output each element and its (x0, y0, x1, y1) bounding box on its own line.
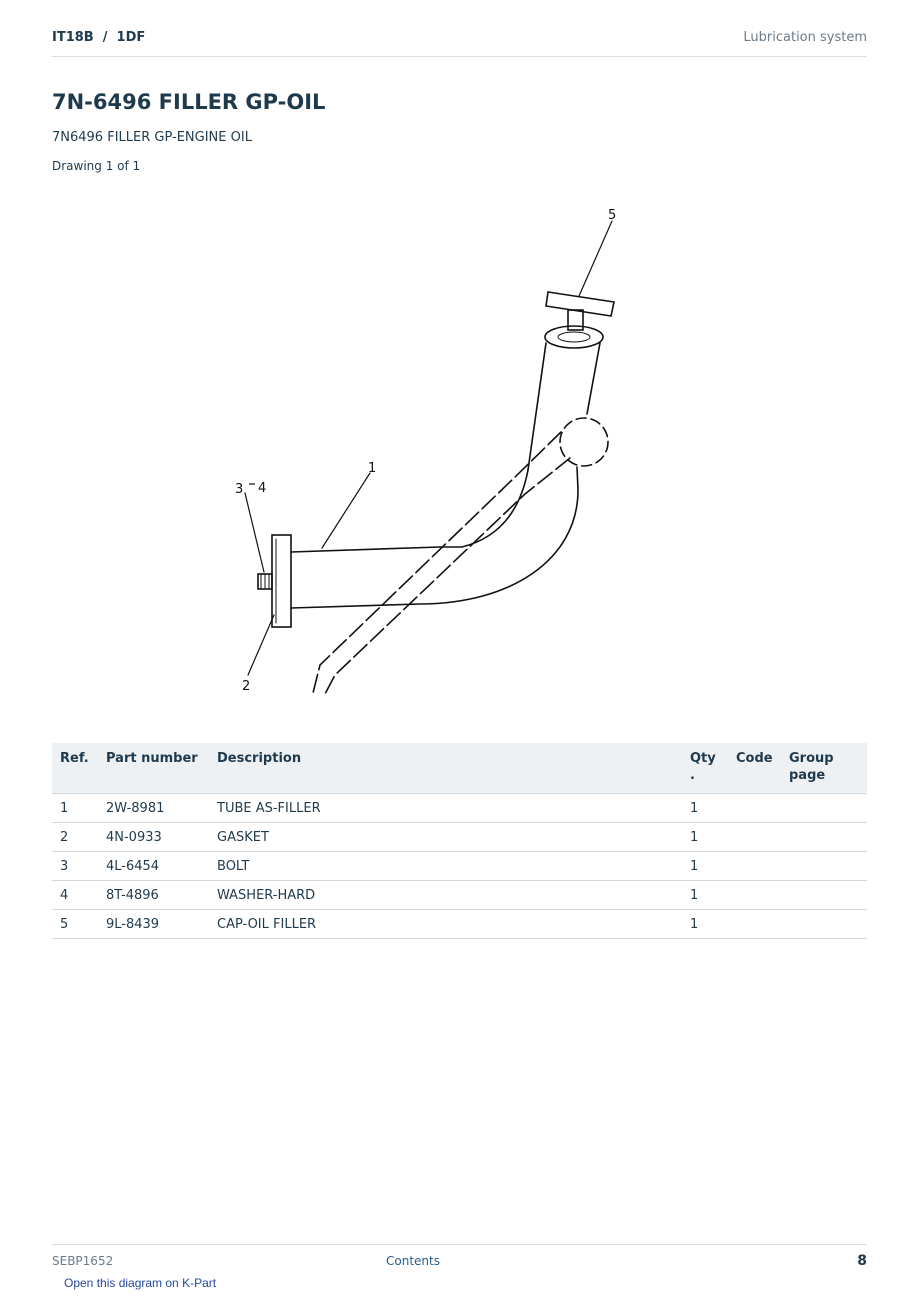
cell-group-page (781, 822, 867, 852)
bolt (257, 573, 273, 590)
column-header-part-number: Part number (98, 743, 209, 794)
cell-ref: 1 (52, 793, 98, 823)
cell-description: CAP-OIL FILLER (209, 909, 682, 939)
cell-description: GASKET (209, 822, 682, 852)
table-row: 1 2W-8981 TUBE AS-FILLER 1 (52, 793, 867, 823)
callout-3: 3 (235, 482, 243, 497)
parts-table: Ref. Part number Description Qty. Code G… (52, 743, 867, 939)
cell-ref: 4 (52, 880, 98, 910)
oil-filler-cap (545, 291, 615, 331)
leader-5 (578, 220, 613, 297)
column-header-description: Description (209, 743, 682, 794)
cell-description: BOLT (209, 851, 682, 881)
table-row: 2 4N-0933 GASKET 1 (52, 822, 867, 852)
cell-qty: 1 (682, 909, 728, 939)
leader-3-4 (244, 492, 265, 573)
cell-code (728, 822, 781, 852)
cap-ring (544, 325, 604, 349)
page-subtitle: 7N6496 FILLER GP-ENGINE OIL (52, 130, 252, 145)
table-row: 3 4L-6454 BOLT 1 (52, 851, 867, 881)
cell-ref: 3 (52, 851, 98, 881)
table-row: 5 9L-8439 CAP-OIL FILLER 1 (52, 909, 867, 939)
cell-description: TUBE AS-FILLER (209, 793, 682, 823)
cell-code (728, 793, 781, 823)
breadcrumb: IT18B / 1DF (52, 30, 146, 45)
cell-part-number: 8T-4896 (98, 880, 209, 910)
cell-part-number: 2W-8981 (98, 793, 209, 823)
table-header-row: Ref. Part number Description Qty. Code G… (52, 743, 867, 794)
column-header-ref: Ref. (52, 743, 98, 794)
cell-qty: 1 (682, 793, 728, 823)
cell-part-number: 9L-8439 (98, 909, 209, 939)
kpart-link[interactable]: Open this diagram on K-Part (64, 1276, 217, 1290)
parts-diagram: 1 2 3 4 5 (235, 208, 616, 695)
cell-part-number: 4L-6454 (98, 851, 209, 881)
cell-group-page (781, 793, 867, 823)
cell-qty: 1 (682, 880, 728, 910)
page-number: 8 (857, 1253, 867, 1269)
leader-2 (247, 614, 275, 676)
cell-qty: 1 (682, 851, 728, 881)
contents-link[interactable]: Contents (386, 1254, 440, 1268)
flange (271, 534, 292, 628)
page-title: 7N-6496 FILLER GP-OIL (52, 90, 326, 114)
dipstick-outline (312, 431, 562, 694)
table-row: 4 8T-4896 WASHER-HARD 1 (52, 880, 867, 910)
page-footer: SEBP1652 Contents 8 (52, 1244, 867, 1275)
callout-5: 5 (608, 208, 616, 223)
cell-code (728, 851, 781, 881)
cell-group-page (781, 880, 867, 910)
leader-1 (321, 472, 371, 549)
cell-ref: 2 (52, 822, 98, 852)
cell-code (728, 909, 781, 939)
cell-group-page (781, 851, 867, 881)
column-header-code: Code (728, 743, 781, 794)
document-code: SEBP1652 (52, 1254, 114, 1268)
callout-2: 2 (242, 679, 250, 694)
cell-group-page (781, 909, 867, 939)
filler-tube (290, 342, 601, 609)
section-name: Lubrication system (743, 30, 867, 45)
cell-qty: 1 (682, 822, 728, 852)
page-header: IT18B / 1DF Lubrication system (52, 28, 867, 57)
cell-ref: 5 (52, 909, 98, 939)
cell-part-number: 4N-0933 (98, 822, 209, 852)
cell-description: WASHER-HARD (209, 880, 682, 910)
dashed-ring (559, 417, 609, 467)
callout-4: 4 (258, 481, 266, 496)
column-header-qty: Qty. (682, 743, 728, 794)
drawing-count: Drawing 1 of 1 (52, 159, 141, 173)
callout-1: 1 (368, 461, 376, 476)
cell-code (728, 880, 781, 910)
